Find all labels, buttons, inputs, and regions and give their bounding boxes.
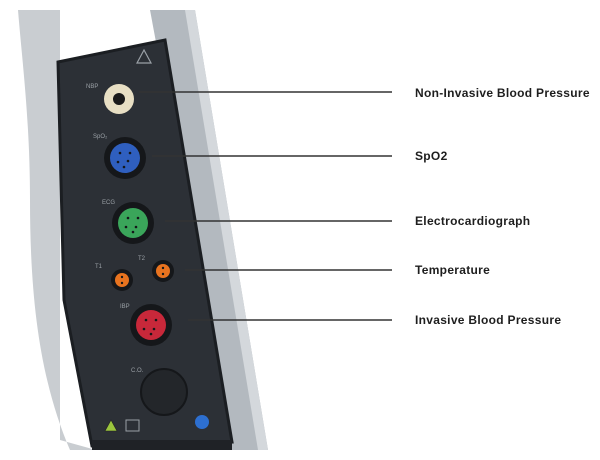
ibp-connector (136, 310, 166, 340)
operator-icon (195, 415, 209, 429)
port-label-ecg: ECG (102, 200, 115, 206)
nbp-port-hole (113, 93, 125, 105)
port-label-t2: T2 (138, 256, 146, 262)
t1-connector (115, 273, 129, 287)
panel-base (92, 440, 232, 450)
port-label-nbp: NBP (86, 84, 98, 90)
t2-connector (156, 264, 170, 278)
port-label-co: C.O. (131, 368, 144, 374)
frame-right-highlight (185, 10, 268, 450)
label-temperature: Temperature (415, 263, 491, 277)
label-spo2: SpO2 (415, 149, 448, 163)
frame-left (18, 10, 96, 450)
port-label-ibp: IBP (120, 304, 130, 310)
co-port (140, 368, 188, 416)
warning-icon (135, 48, 153, 64)
port-label-spo2: SpO₂ (93, 134, 108, 140)
spo2-connector (110, 143, 140, 173)
label-ibp: Invasive Blood Pressure (415, 313, 562, 327)
label-nbp: Non-Invasive Blood Pressure (415, 86, 590, 100)
manual-icon (125, 419, 140, 432)
label-ecg: Electrocardiograph (415, 214, 531, 228)
port-label-t1: T1 (95, 264, 103, 270)
ecg-connector (118, 208, 148, 238)
caution-icon (104, 419, 118, 432)
connector-pins (116, 151, 165, 336)
